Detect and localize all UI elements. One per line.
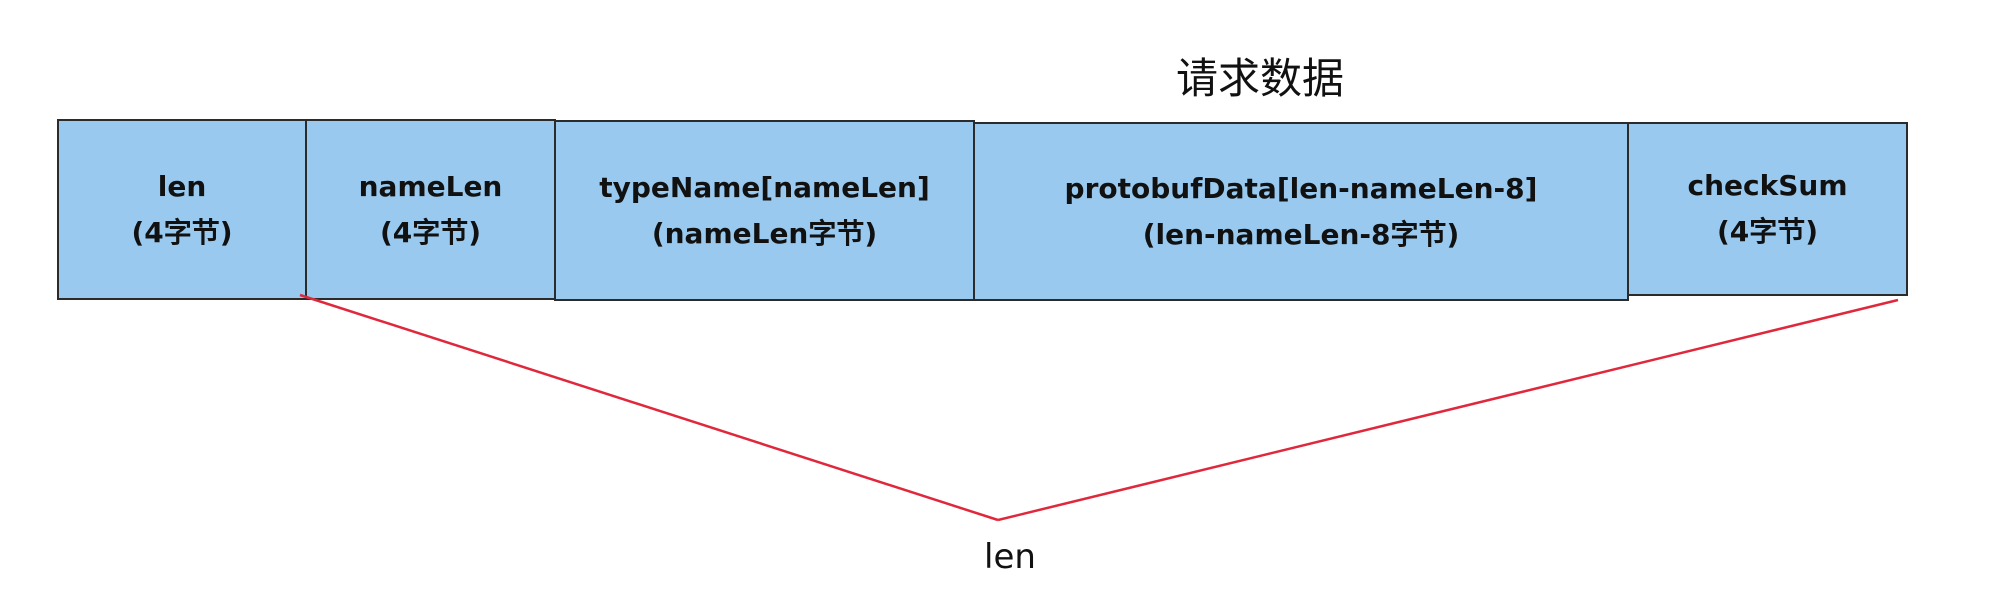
field-protobufdata: protobufData[len-nameLen-8] (len-nameLen… — [973, 122, 1629, 301]
field-len-name: len — [157, 169, 207, 203]
field-typename-name: typeName[nameLen] — [599, 170, 930, 204]
field-checksum: checkSum (4字节) — [1627, 122, 1908, 296]
field-namelen-name: nameLen — [358, 169, 503, 203]
field-protobufdata-name: protobufData[len-nameLen-8] — [1064, 171, 1538, 205]
field-len-size: (4字节) — [131, 215, 233, 249]
len-span-line-left — [299, 293, 999, 522]
field-checksum-size: (4字节) — [1716, 215, 1819, 248]
diagram-title: 请求数据 — [1175, 54, 1344, 103]
field-namelen-size: (4字节) — [379, 215, 482, 249]
field-protobufdata-size: (len-nameLen-8字节) — [1142, 217, 1460, 251]
len-span-line-right — [997, 298, 1899, 522]
field-checksum-name: checkSum — [1687, 169, 1848, 202]
field-namelen: nameLen (4字节) — [305, 119, 556, 300]
field-typename-size: (nameLen字节) — [651, 216, 878, 250]
len-span-label: len — [984, 537, 1036, 577]
field-typename: typeName[nameLen] (nameLen字节) — [554, 120, 975, 301]
field-len: len (4字节) — [57, 119, 307, 300]
